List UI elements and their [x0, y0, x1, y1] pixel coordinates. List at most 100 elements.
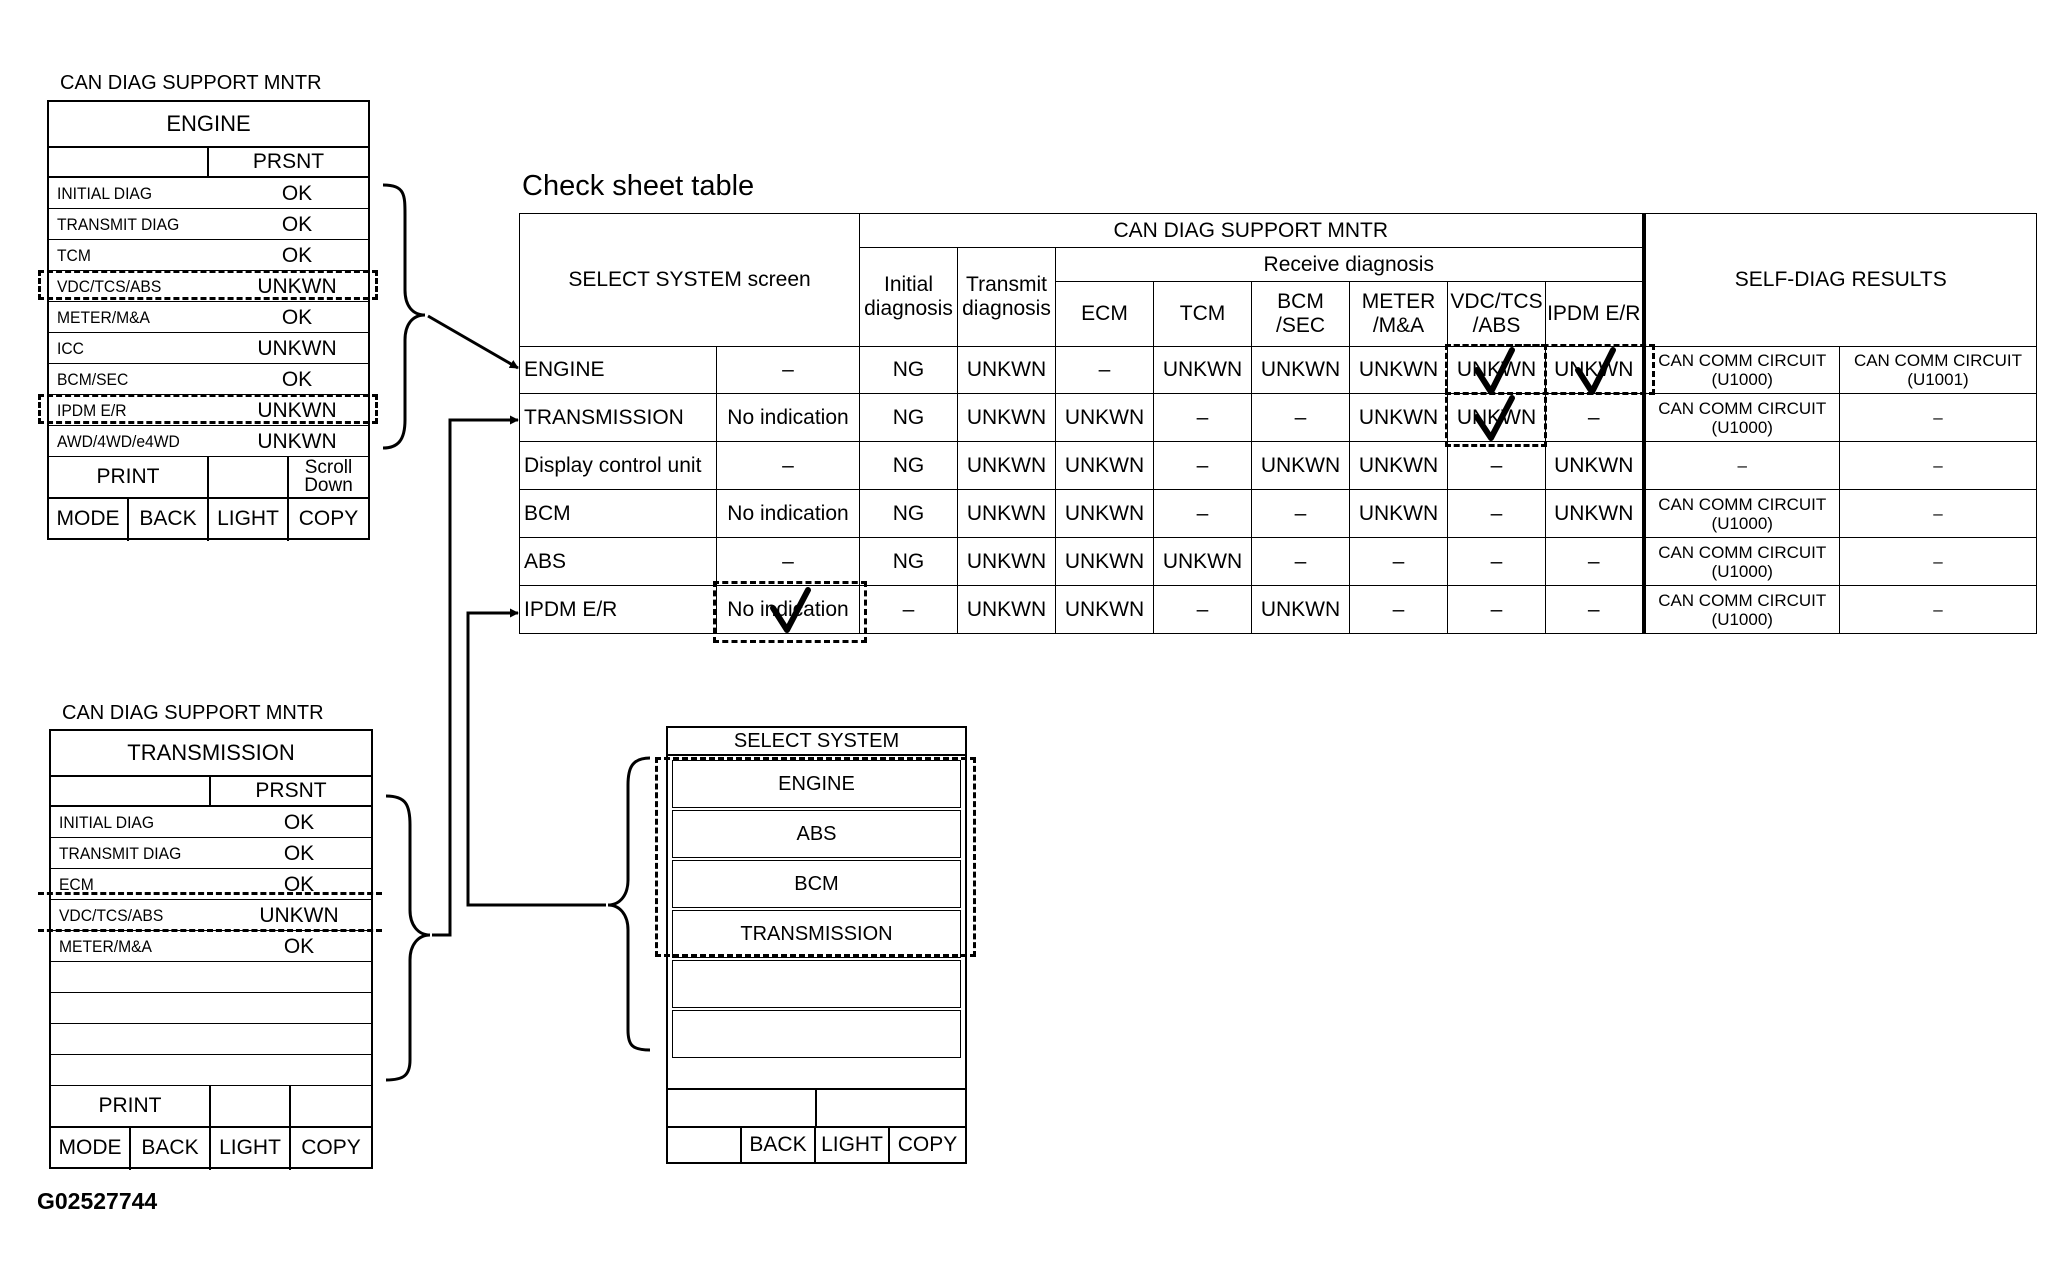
monitor-item-value: OK — [283, 935, 315, 958]
initial-diag-cell: – — [859, 585, 958, 634]
transmit-diag-cell: UNKWN — [957, 441, 1056, 490]
receive-column-header: METER /M&A — [1349, 281, 1448, 347]
receive-diag-cell: UNKWN — [1349, 393, 1448, 442]
self-diag-cell: – — [1839, 393, 2037, 442]
arrow-transmission — [432, 415, 519, 937]
receive-diag-cell: – — [1447, 585, 1546, 634]
transmit-diag-cell: UNKWN — [957, 585, 1056, 634]
monitor-item-value: OK — [281, 306, 313, 329]
monitor-item-label: IPDM E/R — [57, 401, 127, 420]
screen-cell: No indication — [716, 585, 860, 634]
select-system-item[interactable]: TRANSMISSION — [672, 910, 961, 958]
arrow-ipdm — [466, 608, 606, 907]
transmit-diag-cell: UNKWN — [957, 537, 1056, 586]
back-button[interactable]: BACK — [129, 499, 209, 541]
self-diag-cell: – — [1839, 489, 2037, 538]
mode-button[interactable]: MODE — [49, 499, 129, 541]
monitor-item-value: OK — [281, 182, 313, 205]
monitor-item-value: UNKWN — [257, 399, 337, 422]
select-empty-item — [672, 1010, 961, 1058]
receive-column-header: ECM — [1055, 281, 1154, 347]
engine-panel-title: CAN DIAG SUPPORT MNTR — [60, 72, 322, 94]
check-mark-ipdm-screen — [770, 587, 811, 633]
select-system-item[interactable]: ENGINE — [672, 760, 961, 808]
self-diag-cell: CAN COMM CIRCUIT (U1000) — [1641, 489, 1840, 538]
screen-cell: – — [716, 537, 860, 586]
monitor-row: IPDM E/R UNKWN — [49, 395, 368, 426]
receive-diag-cell: – — [1349, 585, 1448, 634]
monitor-item-value: UNKWN — [257, 337, 337, 360]
self-diag-cell: CAN COMM CIRCUIT (U1000) — [1641, 585, 1840, 634]
system-name-cell: ABS — [519, 537, 717, 586]
receive-diag-cell: UNKWN — [1251, 585, 1350, 634]
monitor-item-label: ICC — [57, 339, 84, 358]
monitor-item-value: OK — [283, 873, 315, 896]
screen-cell: No indication — [716, 393, 860, 442]
receive-diag-cell: UNKWN — [1251, 346, 1350, 394]
receive-column-header: TCM — [1153, 281, 1252, 347]
print-button[interactable]: PRINT — [51, 1086, 211, 1126]
system-name-cell: IPDM E/R — [519, 585, 717, 634]
trans-print-row: PRINT — [51, 1086, 371, 1128]
trans-panel-column-header: PRSNT — [51, 777, 371, 807]
receive-diag-cell: – — [1447, 489, 1546, 538]
copy-button[interactable]: COPY — [897, 1133, 958, 1156]
copy-button[interactable]: COPY — [298, 507, 359, 530]
back-button[interactable]: BACK — [131, 1128, 211, 1170]
select-empty-item — [672, 960, 961, 1008]
receive-diagnosis-header: Receive diagnosis — [1055, 247, 1644, 282]
select-system-item[interactable]: BCM — [672, 860, 961, 908]
monitor-item-value: UNKWN — [259, 904, 339, 927]
monitor-item-label: INITIAL DIAG — [57, 184, 153, 203]
light-button[interactable]: LIGHT — [816, 1128, 890, 1164]
monitor-item-value: OK — [283, 811, 315, 834]
receive-column-header: BCM /SEC — [1251, 281, 1350, 347]
monitor-item-label: METER/M&A — [57, 308, 150, 327]
monitor-row: METER/M&A OK — [49, 302, 368, 333]
select-blank-row — [668, 1088, 965, 1128]
self-diag-cell: – — [1839, 585, 2037, 634]
self-diag-cell: CAN COMM CIRCUIT (U1000) — [1641, 537, 1840, 586]
self-diag-cell: CAN COMM CIRCUIT (U1001) — [1839, 346, 2037, 394]
receive-diag-cell: – — [1153, 393, 1252, 442]
receive-diag-cell: UNKWN — [1545, 441, 1644, 490]
mode-button[interactable]: MODE — [51, 1128, 131, 1170]
transmit-diag-cell: UNKWN — [957, 489, 1056, 538]
prsnt-label: PRSNT — [255, 779, 327, 802]
screen-cell: – — [716, 346, 860, 394]
system-name-cell: ENGINE — [519, 346, 717, 394]
monitor-item-label: AWD/4WD/e4WD — [57, 432, 180, 451]
monitor-item-label: METER/M&A — [59, 937, 152, 956]
receive-diag-cell: – — [1447, 441, 1546, 490]
engine-panel-column-header: PRSNT — [49, 148, 368, 178]
copy-button[interactable]: COPY — [301, 1136, 361, 1159]
back-button[interactable]: BACK — [742, 1128, 816, 1164]
print-button[interactable]: PRINT — [49, 457, 209, 497]
receive-diag-cell: UNKWN — [1153, 537, 1252, 586]
light-button[interactable]: LIGHT — [209, 499, 289, 541]
scroll-down-button[interactable]: Scroll Down — [304, 457, 353, 496]
receive-column-header: IPDM E/R — [1545, 281, 1644, 347]
engine-brace — [382, 183, 426, 450]
select-system-title: SELECT SYSTEM — [668, 728, 965, 756]
monitor-item-value: UNKWN — [257, 430, 337, 453]
system-name-cell: Display control unit — [519, 441, 717, 490]
select-system-item[interactable]: ABS — [672, 810, 961, 858]
transmit-diagnosis-header: Transmit diagnosis — [957, 247, 1056, 347]
light-button[interactable]: LIGHT — [211, 1128, 291, 1170]
